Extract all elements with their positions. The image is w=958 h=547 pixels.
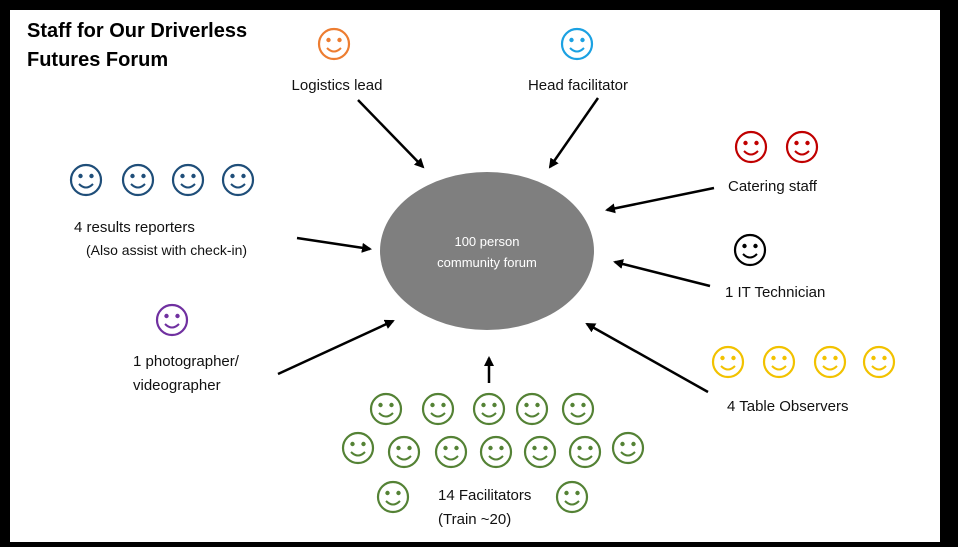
community-forum-ellipse bbox=[380, 172, 594, 330]
diagram-title-line1: Staff for Our Driverless bbox=[27, 20, 247, 42]
arrow-reporters bbox=[296, 236, 372, 253]
facilitators-label-line2: (Train ~20) bbox=[438, 511, 511, 528]
facilitator-smiley-icon bbox=[561, 392, 595, 426]
observers-label: 4 Table Observers bbox=[727, 398, 848, 415]
facilitator-smiley-icon bbox=[568, 435, 602, 469]
reporter-smiley-icon bbox=[69, 163, 103, 197]
reporters-label-line1: 4 results reporters bbox=[74, 219, 195, 236]
facilitator-smiley-icon bbox=[434, 435, 468, 469]
catering-smiley-icon bbox=[734, 130, 768, 164]
arrow-catering bbox=[605, 186, 715, 214]
diagram-title-line2: Futures Forum bbox=[27, 49, 168, 71]
it-label: 1 IT Technician bbox=[725, 284, 825, 301]
arrow-head-facilitator bbox=[548, 97, 600, 169]
center-label-line1: 100 person bbox=[454, 234, 519, 249]
staff-diagram: Staff for Our Driverless Futures Forum 1… bbox=[27, 20, 896, 528]
arrow-it bbox=[613, 259, 711, 288]
facilitator-smiley-icon bbox=[369, 392, 403, 426]
catering-smiley-icon bbox=[785, 130, 819, 164]
facilitator-smiley-icon bbox=[341, 431, 375, 465]
arrow-photographer bbox=[277, 319, 395, 376]
catering-label: Catering staff bbox=[728, 178, 818, 195]
arrows bbox=[277, 97, 715, 394]
observer-smiley-icon bbox=[813, 345, 847, 379]
observer-smiley-icon bbox=[711, 345, 745, 379]
photographer-smiley-icon bbox=[155, 303, 189, 337]
observer-smiley-icon bbox=[762, 345, 796, 379]
facilitator-smiley-icon bbox=[421, 392, 455, 426]
facilitator-smiley-icon bbox=[376, 480, 410, 514]
photographer-label-line1: 1 photographer/ bbox=[133, 353, 240, 370]
reporter-smiley-icon bbox=[121, 163, 155, 197]
facilitator-smiley-icon bbox=[611, 431, 645, 465]
reporter-smiley-icon bbox=[171, 163, 205, 197]
logistics-smiley-icon bbox=[317, 27, 351, 61]
it-smiley-icon bbox=[733, 233, 767, 267]
observer-smiley-icon bbox=[862, 345, 896, 379]
facilitator-smiley-icon bbox=[523, 435, 557, 469]
facilitator-smiley-icon bbox=[387, 435, 421, 469]
photographer-label-line2: videographer bbox=[133, 377, 221, 394]
head-facilitator-smiley-icon bbox=[560, 27, 594, 61]
facilitator-smiley-icon bbox=[555, 480, 589, 514]
reporters-label-line2: (Also assist with check-in) bbox=[86, 242, 247, 258]
head-facilitator-label: Head facilitator bbox=[528, 77, 628, 94]
diagram-canvas: Staff for Our Driverless Futures Forum 1… bbox=[10, 10, 940, 542]
arrow-observers bbox=[585, 322, 709, 394]
center-label-line2: community forum bbox=[437, 255, 537, 270]
facilitator-smiley-icon bbox=[479, 435, 513, 469]
reporter-smiley-icon bbox=[221, 163, 255, 197]
facilitator-smiley-icon bbox=[515, 392, 549, 426]
facilitators-label-line1: 14 Facilitators bbox=[438, 487, 531, 504]
logistics-label: Logistics lead bbox=[292, 77, 383, 94]
facilitator-smiley-icon bbox=[472, 392, 506, 426]
arrow-logistics bbox=[357, 99, 425, 169]
